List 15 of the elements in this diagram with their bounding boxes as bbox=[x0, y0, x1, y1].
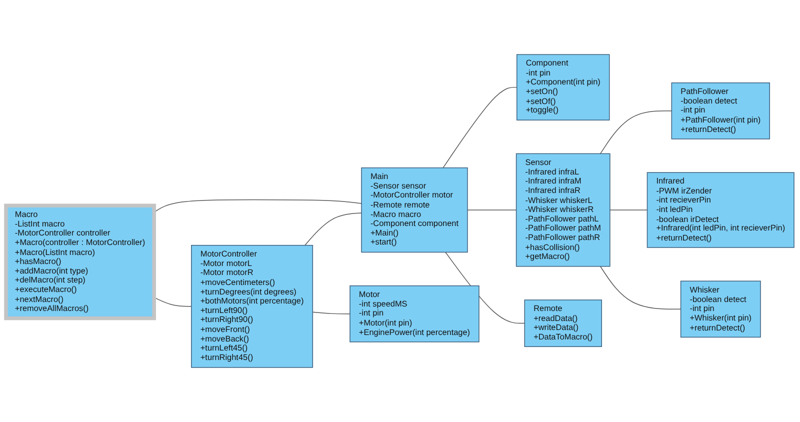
node-box: Sensor -Infrared infraL -Infrared infraM -Infrared infraR -Whisker whiskerL -Whisker whiskerR -PathFollower pathL -PathFollower pathM -PathFollower pathR +hasCollision() +getMacro() bbox=[516, 153, 610, 267]
node-box: Infrared -PWM irZender -int recieverPin -int ledPin -boolean irDetect +Infrared(int ledPin, int recieverPin) +returnDetect() bbox=[646, 172, 794, 248]
connector bbox=[600, 266, 682, 310]
node-box: Remote +readData() +writeData() +DataToMacro() bbox=[524, 300, 602, 347]
node-box: Whisker -boolean detect -int pin +Whisker(int pin) +returnDetect() bbox=[680, 280, 761, 338]
connector bbox=[304, 212, 362, 246]
node-box: MotorController -Motor motorL -Motor motorR +moveCentimeters() +turnDegrees(int degrees) +bothMotors(int percentage) +turnLeft90() +turnRight90() +moveFront() +moveBack() +turnLeft45() +turnRight45() bbox=[191, 244, 314, 368]
node-box: Motor -int speedMS -int pin +Motor(int pin) +EnginePower(int percentage) bbox=[350, 285, 480, 342]
node-box: PathFollower -boolean detect -int pin +PathFollower(int pin) +returnDetect() bbox=[671, 82, 770, 140]
node-box: Macro -ListInt macro -MotorController controller +Macro(controller : MotorController) +Macro(ListInt macro) +hasMacro() +addMacro(int type) +delMacro(int step) +executeMacro() +nextMacro() +removeAllMacros() bbox=[4, 204, 156, 320]
connector bbox=[312, 312, 350, 314]
node-box: Component -int pin +Component(int pin) +setOn() +setOf() +toggle() bbox=[516, 54, 610, 120]
connector bbox=[442, 86, 518, 168]
connector bbox=[600, 110, 672, 154]
node-box: Main -Sensor sensor -MotorController motor -Remote remote -Macro macro -Component component +Main() +start() bbox=[361, 167, 468, 253]
